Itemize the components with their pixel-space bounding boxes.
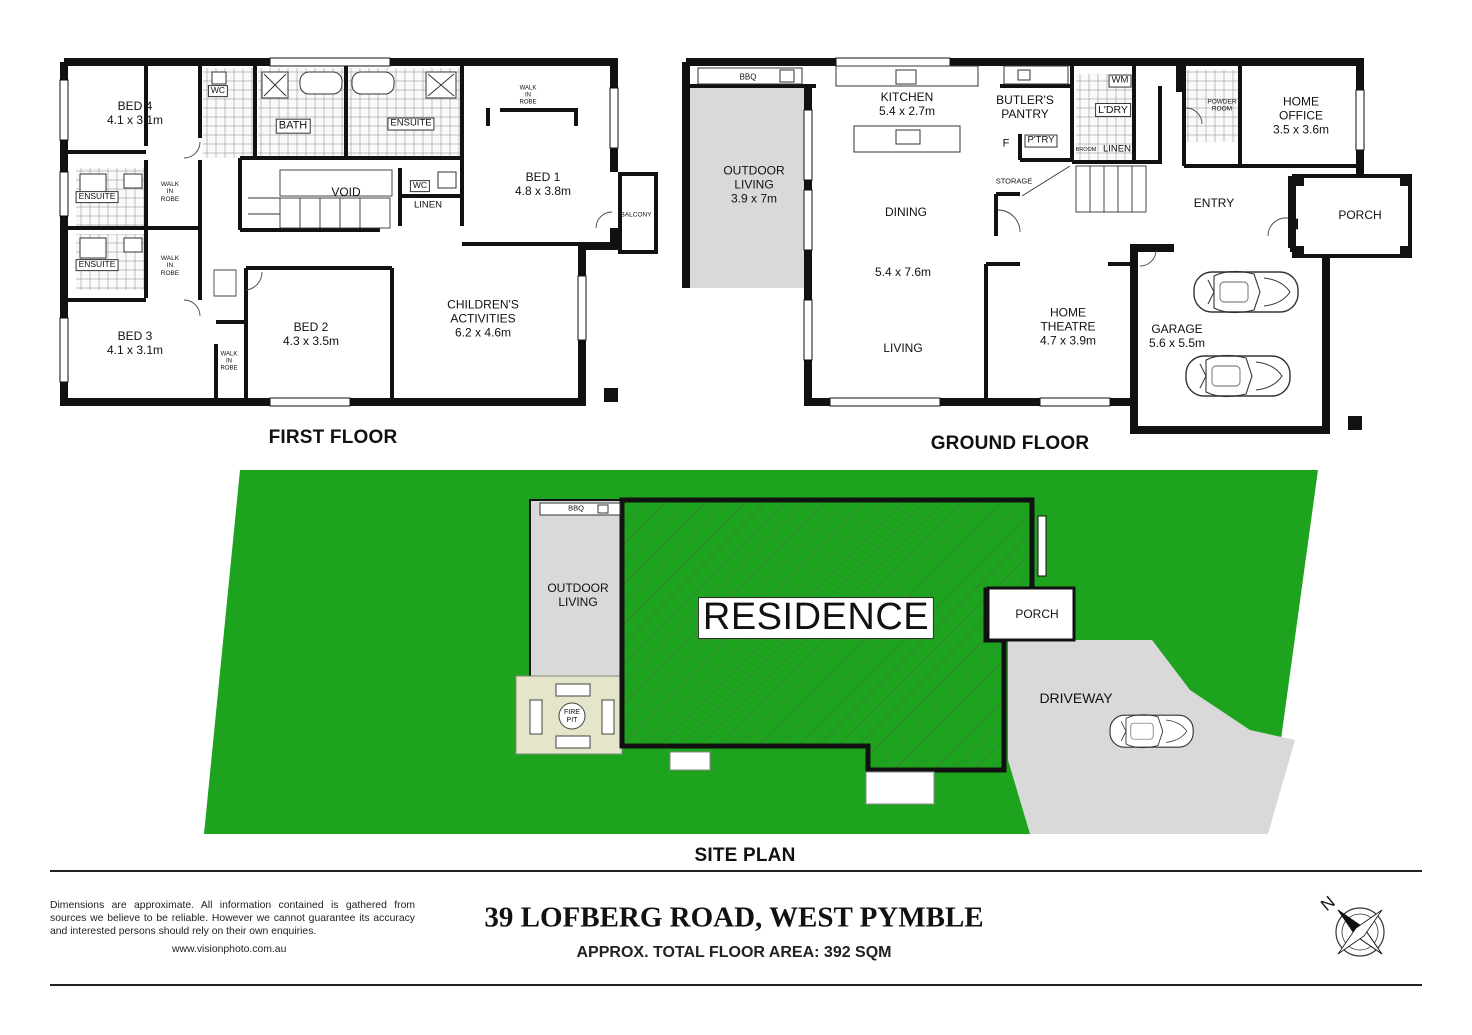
walk-in-robe-label-c: WALK IN ROBE: [519, 85, 537, 106]
porch-label: PORCH: [1338, 208, 1382, 223]
ensuite-label-b: ENSUITE: [75, 259, 119, 271]
home-office-dims: 3.5 x 3.6m: [1272, 121, 1330, 136]
property-address: 39 LOFBERG ROAD, WEST PYMBLE: [484, 901, 984, 934]
living-dims-label: 5.4 x 7.6m: [874, 265, 932, 280]
outdoor-living-dims: 3.9 x 7m: [730, 190, 778, 205]
kitchen-label: KITCHEN 5.4 x 2.7m: [878, 90, 936, 119]
walk-in-robe-label-d: WALK IN ROBE: [220, 351, 238, 372]
walk-in-robe-label-a: WALK IN ROBE: [160, 180, 180, 203]
top-divider: [50, 870, 1422, 872]
bed3-label: BED 3 4.1 x 3.1m: [106, 329, 164, 358]
bed4-label: BED 4 4.1 x 3.1m: [106, 99, 164, 128]
bed2-label: BED 2 4.3 x 3.5m: [282, 320, 340, 349]
linen-label: LINEN: [414, 199, 442, 211]
bottom-divider: [50, 984, 1422, 986]
bed1-name: BED 1: [525, 170, 561, 185]
balcony-label: BALCONY: [620, 211, 652, 219]
fire-pit-label: FIRE PIT: [564, 708, 580, 724]
bed3-dims: 4.1 x 3.1m: [106, 343, 164, 357]
ground-linen-label: LINEN: [1103, 143, 1131, 155]
outdoor-living-label: OUTDOOR LIVING 3.9 x 7m: [723, 164, 784, 205]
garage-label: GARAGE 5.6 x 5.5m: [1148, 322, 1206, 351]
garage-dims: 5.6 x 5.5m: [1148, 336, 1206, 350]
washing-machine-label: WM: [1108, 74, 1132, 88]
ground-floor-plan: [682, 57, 1412, 434]
bath-label: BATH: [275, 118, 311, 134]
living-label: LIVING: [883, 341, 923, 356]
bed2-name: BED 2: [293, 320, 329, 335]
ground-floor-title: GROUND FLOOR: [930, 433, 1090, 455]
bed2-dims: 4.3 x 3.5m: [282, 334, 340, 348]
bed4-name: BED 4: [117, 99, 153, 114]
home-office-name: HOME OFFICE: [1279, 94, 1323, 123]
residence-label: RESIDENCE: [697, 597, 935, 639]
site-outdoor-living-label: OUTDOOR LIVING: [547, 581, 609, 609]
laundry-label: L'DRY: [1095, 102, 1131, 118]
void-label: VOID: [331, 185, 361, 200]
pantry-label: P'TRY: [1024, 134, 1058, 148]
outdoor-living-name: OUTDOOR LIVING: [723, 163, 785, 192]
butlers-pantry-label: BUTLER'S PANTRY: [996, 93, 1054, 121]
bed3-name: BED 3: [117, 329, 153, 344]
powder-room-label: POWDER ROOM: [1207, 98, 1237, 113]
childrens-activities-name: CHILDREN'S ACTIVITIES: [447, 297, 519, 326]
bbq-label: BBQ: [739, 72, 757, 82]
home-theatre-name: HOME THEATRE: [1040, 305, 1096, 334]
bed1-dims: 4.8 x 3.8m: [514, 184, 572, 198]
ensuite-label-c: ENSUITE: [387, 117, 435, 131]
site-porch-label: PORCH: [1015, 607, 1059, 622]
home-office-label: HOME OFFICE 3.5 x 3.6m: [1273, 95, 1329, 136]
kitchen-dims: 5.4 x 2.7m: [878, 104, 936, 118]
disclaimer-text: Dimensions are approximate. All informat…: [50, 900, 415, 937]
wc-label-a: WC: [207, 85, 229, 97]
first-floor-plan: [59, 57, 658, 407]
driveway-label: DRIVEWAY: [1039, 689, 1113, 706]
broom-label: BROOM: [1075, 146, 1097, 153]
fridge-label: F: [1002, 137, 1010, 150]
total-floor-area: APPROX. TOTAL FLOOR AREA: 392 SQM: [576, 944, 892, 961]
website-link[interactable]: www.visionphoto.com.au: [172, 944, 287, 955]
garage-name: GARAGE: [1151, 322, 1203, 337]
home-theatre-label: HOME THEATRE 4.7 x 3.9m: [1040, 306, 1096, 347]
bed1-label: BED 1 4.8 x 3.8m: [514, 170, 572, 199]
wc-label-b: WC: [409, 180, 431, 192]
storage-label: STORAGE: [995, 176, 1033, 186]
home-theatre-dims: 4.7 x 3.9m: [1039, 332, 1097, 347]
dining-label: DINING: [885, 205, 927, 220]
site-plan-drawing: [204, 470, 1318, 834]
compass-rose: [1335, 907, 1385, 957]
site-bbq-label: BBQ: [568, 503, 584, 513]
bed4-dims: 4.1 x 3.1m: [106, 113, 164, 127]
site-plan-title: SITE PLAN: [694, 845, 796, 867]
childrens-activities-dims: 6.2 x 4.6m: [454, 324, 512, 339]
entry-label: ENTRY: [1193, 196, 1235, 211]
first-floor-title: FIRST FLOOR: [268, 427, 398, 449]
ensuite-label-a: ENSUITE: [75, 191, 119, 203]
kitchen-name: KITCHEN: [880, 90, 934, 105]
childrens-activities-label: CHILDREN'S ACTIVITIES 6.2 x 4.6m: [447, 298, 519, 339]
walk-in-robe-label-b: WALK IN ROBE: [160, 254, 180, 277]
